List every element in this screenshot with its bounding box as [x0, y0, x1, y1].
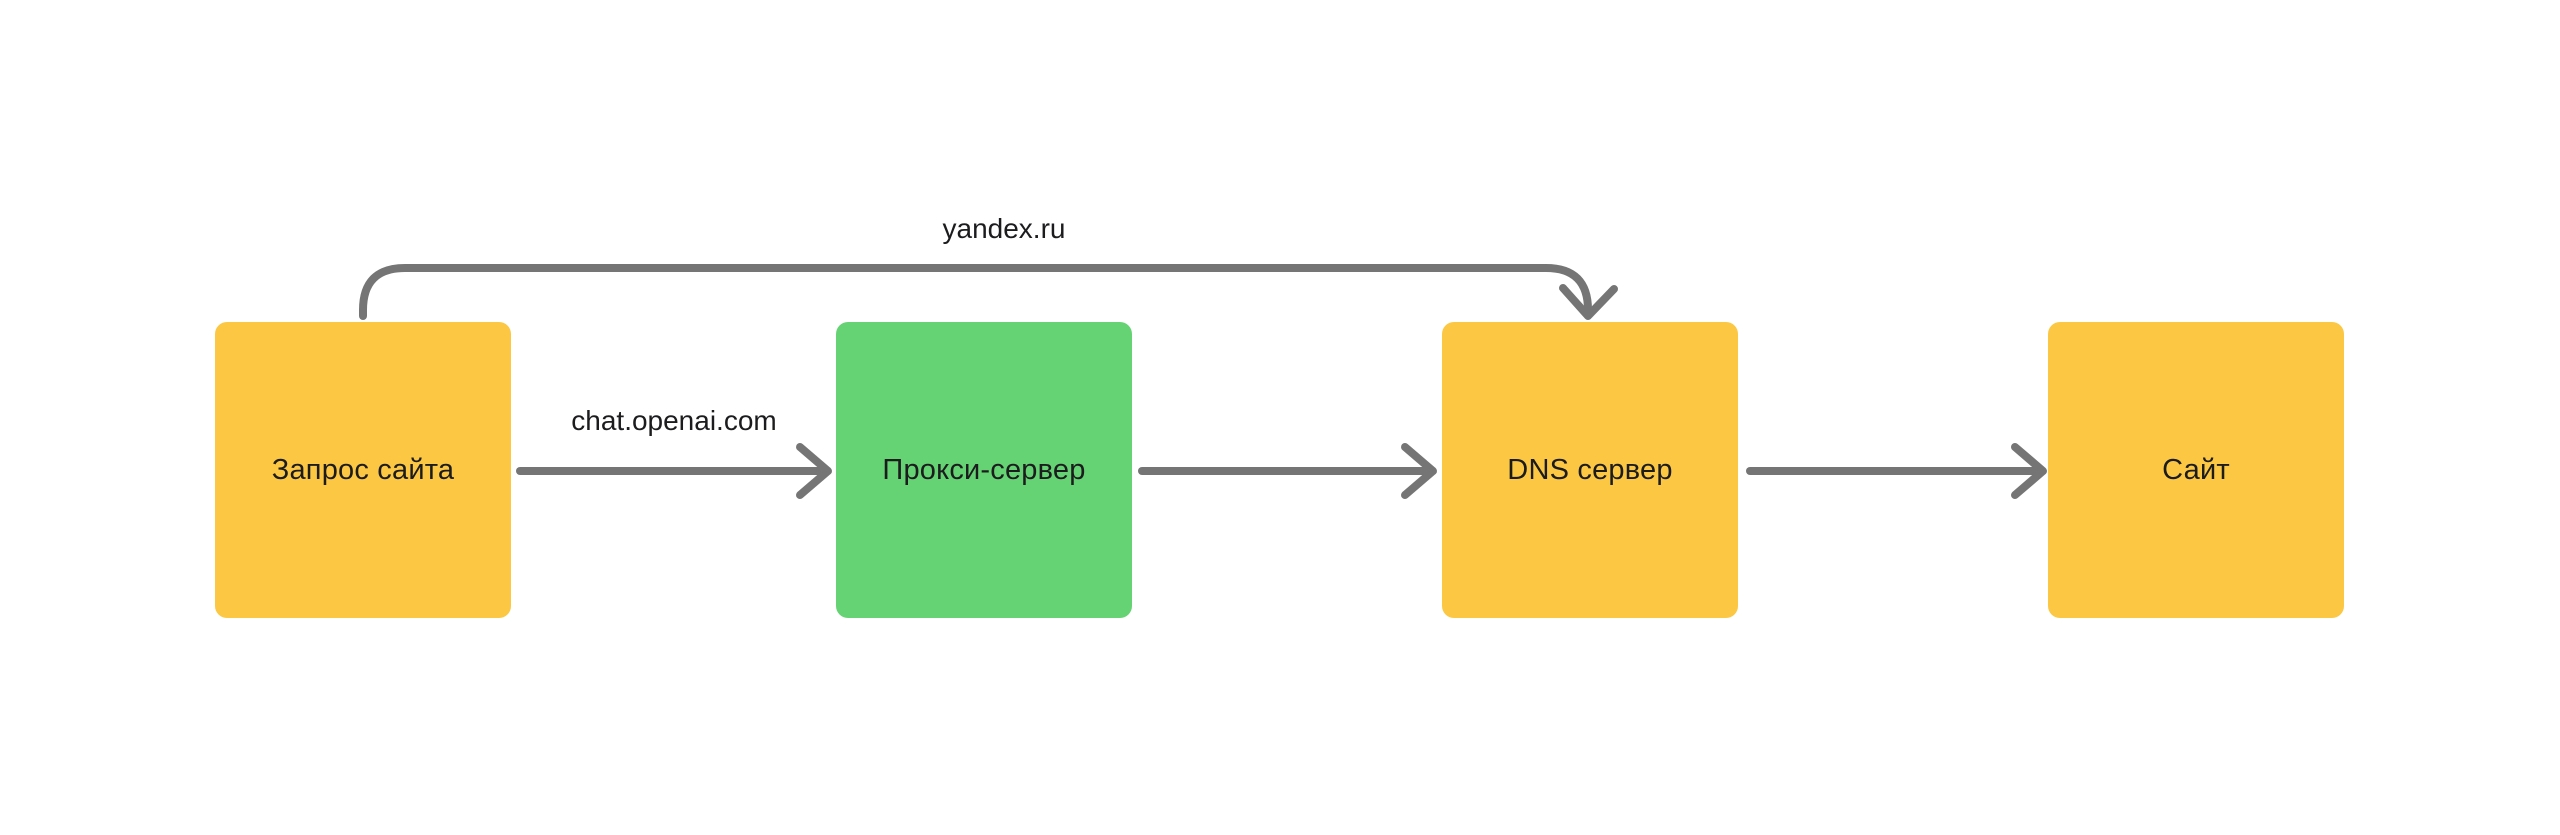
node-dns-server-label: DNS сервер [1507, 453, 1673, 486]
node-dns-server: DNS сервер [1442, 322, 1738, 618]
node-site-label: Сайт [2162, 453, 2230, 486]
arrow-proxy-to-dns-head [1401, 443, 1437, 499]
node-site: Сайт [2048, 322, 2344, 618]
curved-arrow-request-to-dns-head [1559, 284, 1618, 320]
node-site-request: Запрос сайта [215, 322, 511, 618]
arrow-request-to-proxy-head [796, 443, 832, 499]
edge-label-yandex-ru: yandex.ru [942, 213, 1066, 244]
node-site-request-label: Запрос сайта [271, 453, 455, 486]
edge-label-chat-openai-com: chat.openai.com [571, 405, 777, 436]
node-proxy-server-label: Прокси-сервер [882, 453, 1086, 486]
node-proxy-server: Прокси-сервер [836, 322, 1132, 618]
curved-arrow-request-to-dns-line [359, 264, 1592, 320]
arrow-dns-to-site-head [2011, 443, 2047, 499]
